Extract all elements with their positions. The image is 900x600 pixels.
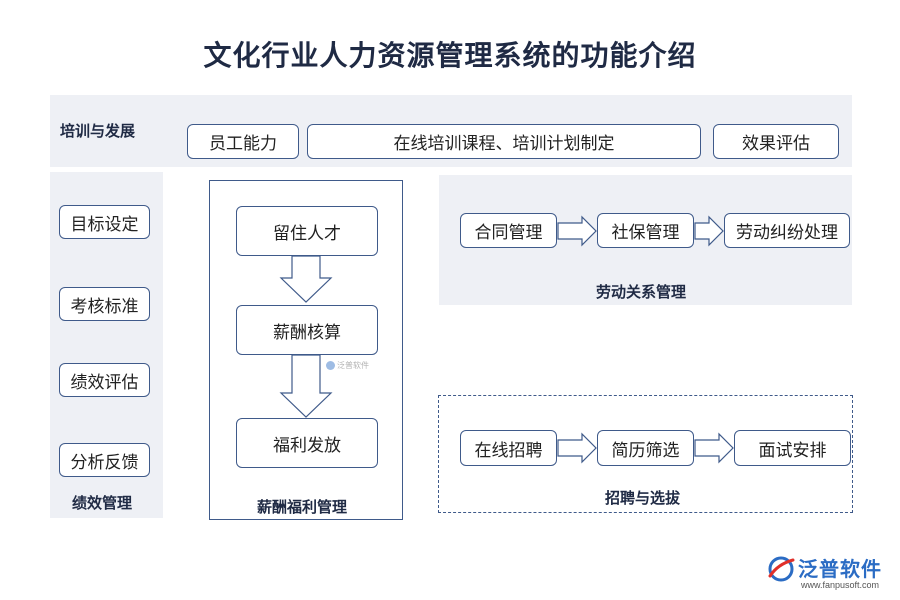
labor-item-contract-management: 合同管理 xyxy=(460,213,557,248)
right-arrow-recruit-2 xyxy=(694,432,734,464)
right-arrow-labor-2 xyxy=(694,215,724,247)
compensation-item-retain-talent: 留住人才 xyxy=(236,206,378,256)
recruitment-item-interview-arrangement: 面试安排 xyxy=(734,430,851,466)
recruitment-item-online-recruitment: 在线招聘 xyxy=(460,430,557,466)
brand-logo: 泛普软件 www.fanpusoft.com xyxy=(766,551,896,597)
watermark: 泛普软件 xyxy=(326,360,369,371)
page-title: 文化行业人力资源管理系统的功能介绍 xyxy=(203,39,697,72)
watermark-text: 泛普软件 xyxy=(337,361,369,370)
training-label: 培训与发展 xyxy=(60,122,136,140)
performance-item-performance-evaluation: 绩效评估 xyxy=(59,363,150,397)
watermark-logo-icon xyxy=(326,361,335,370)
recruitment-panel: 在线招聘 简历筛选 面试安排 招聘与选拔 xyxy=(438,395,853,513)
brand-name: 泛普软件 xyxy=(798,557,882,581)
labor-item-dispute-handling: 劳动纠纷处理 xyxy=(724,213,850,248)
performance-item-goal-setting: 目标设定 xyxy=(59,205,150,239)
compensation-item-benefits-distribution: 福利发放 xyxy=(236,418,378,468)
down-arrow-1 xyxy=(279,255,333,303)
training-item-employee-ability: 员工能力 xyxy=(187,124,299,159)
performance-item-assessment-standard: 考核标准 xyxy=(59,287,150,321)
training-item-effect-evaluation: 效果评估 xyxy=(713,124,839,159)
compensation-panel: 留住人才 薪酬核算 泛普软件 福利发放 薪酬福利管理 xyxy=(209,180,403,520)
brand-url: www.fanpusoft.com xyxy=(801,580,880,590)
performance-label: 绩效管理 xyxy=(72,494,133,512)
compensation-label: 薪酬福利管理 xyxy=(257,498,348,516)
recruitment-label: 招聘与选拔 xyxy=(605,489,681,507)
training-item-online-course: 在线培训课程、培训计划制定 xyxy=(307,124,701,159)
performance-panel: 目标设定 考核标准 绩效评估 分析反馈 绩效管理 xyxy=(50,172,163,518)
recruitment-item-resume-screening: 简历筛选 xyxy=(597,430,694,466)
right-arrow-recruit-1 xyxy=(557,432,597,464)
labor-item-social-security: 社保管理 xyxy=(597,213,694,248)
labor-label: 劳动关系管理 xyxy=(596,283,687,301)
compensation-item-salary-calculation: 薪酬核算 xyxy=(236,305,378,355)
brand-logo-icon xyxy=(768,556,795,582)
training-panel: 培训与发展 员工能力 在线培训课程、培训计划制定 效果评估 xyxy=(50,95,852,167)
performance-item-analysis-feedback: 分析反馈 xyxy=(59,443,150,477)
labor-panel: 合同管理 社保管理 劳动纠纷处理 劳动关系管理 xyxy=(439,175,852,305)
right-arrow-labor-1 xyxy=(557,215,597,247)
down-arrow-2 xyxy=(279,354,333,418)
